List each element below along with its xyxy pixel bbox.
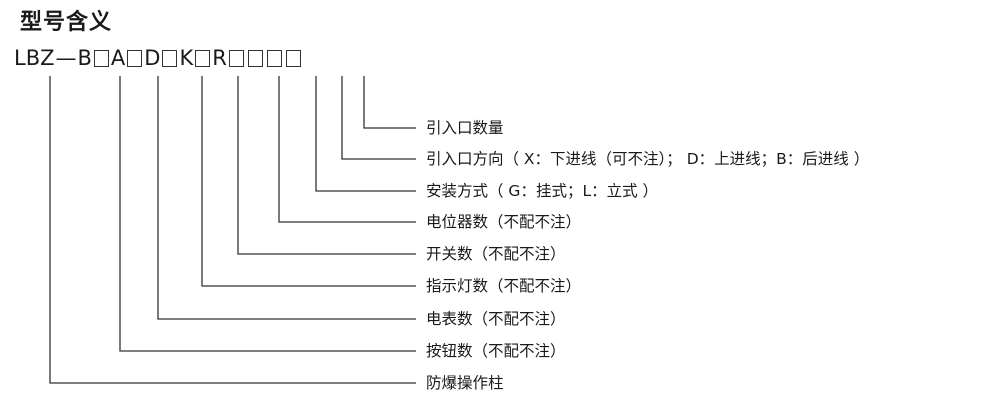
leader-line-button [119, 76, 416, 352]
code-box-meter-count [127, 49, 143, 67]
code-dash: — [55, 46, 77, 70]
code-letter-a: A [110, 46, 126, 70]
code-prefix: LBZ [14, 46, 55, 70]
leader-line-entry-count [363, 76, 416, 129]
desc-lamp-count: 指示灯数（不配不注） [426, 277, 582, 295]
code-letter-b: B [77, 46, 92, 70]
desc-entry-count: 引入口数量 [426, 119, 504, 137]
code-letter-k: K [179, 46, 194, 70]
desc-explosion-proof-station: 防爆操作柱 [426, 374, 504, 392]
leader-line-install-type [315, 76, 416, 192]
code-box-install-type [247, 49, 263, 67]
desc-potentiometer-count: 电位器数（不配不注） [426, 213, 582, 231]
code-box-potentiometer-count [228, 49, 244, 67]
leader-line-entry-direction [341, 76, 416, 160]
model-code: LBZ — B A D K R [14, 46, 303, 70]
code-box-button-count [93, 49, 109, 67]
page-title: 型号含义 [20, 10, 113, 35]
leader-line-lamp [201, 76, 416, 287]
desc-meter-count: 电表数（不配不注） [426, 310, 566, 328]
code-box-switch-count [195, 49, 211, 67]
desc-button-count: 按钮数（不配不注） [426, 342, 566, 360]
leader-line-meter [157, 76, 416, 320]
code-box-entry-count [285, 49, 301, 67]
leader-line-switch [237, 76, 416, 255]
code-box-lamp-count [162, 49, 178, 67]
leader-line-model-prefix [49, 76, 416, 384]
code-letter-r: R [212, 46, 227, 70]
leader-line-potentiometer [278, 76, 416, 223]
code-box-entry-direction [266, 49, 282, 67]
desc-entry-direction: 引入口方向（ X：下进线（可不注）； D：上进线；B：后进线 ） [426, 150, 870, 168]
code-letter-d: D [144, 46, 161, 70]
desc-switch-count: 开关数（不配不注） [426, 245, 566, 263]
desc-install-type: 安装方式（ G：挂式；L：立式 ） [426, 182, 659, 200]
